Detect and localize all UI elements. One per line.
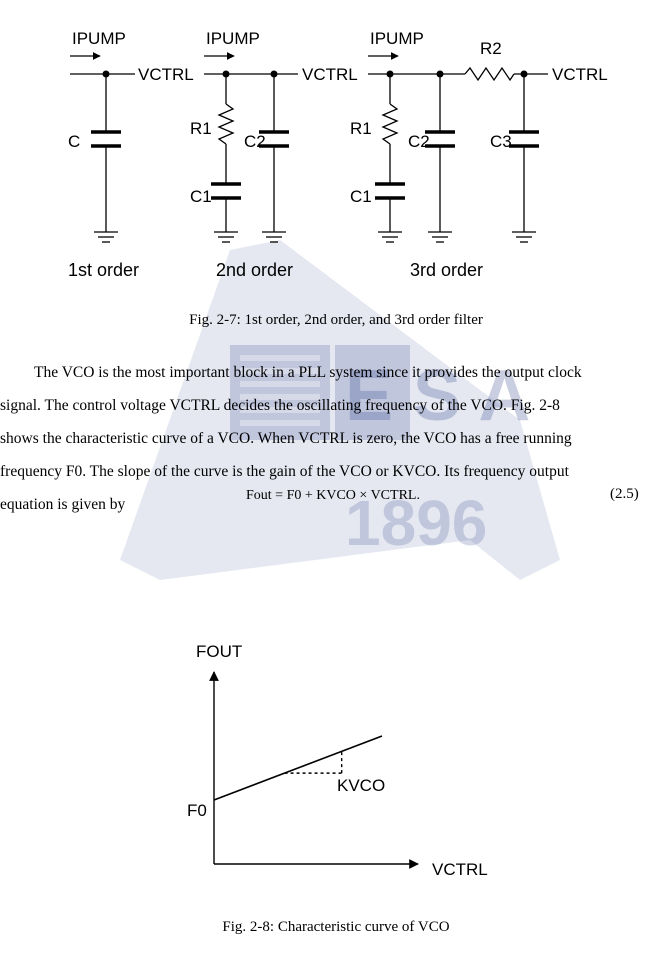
watermark-block-mid [335, 345, 410, 440]
node-dot [520, 70, 528, 78]
x-axis-label: VCTRL [432, 860, 488, 879]
node-dot [102, 70, 110, 78]
node-dot [386, 70, 394, 78]
series-line [213, 735, 383, 801]
label-c3: C3 [490, 132, 512, 151]
vco-characteristic-chart: FOUT VCTRL F0 KVCO [187, 642, 488, 879]
ground-icon [428, 231, 452, 243]
ground-icon [378, 231, 402, 243]
watermark-text: E S A [345, 356, 530, 436]
paragraph-line-5: equation is given by [0, 496, 126, 513]
ctrl-label-1: VCTRL [138, 65, 194, 84]
label-c1-3: C1 [350, 187, 372, 206]
node-dot [436, 70, 444, 78]
label-c: C [68, 132, 80, 151]
watermark-block-left [230, 345, 330, 440]
body-paragraph: The VCO is the most important block in a… [0, 356, 672, 521]
ctrl-label-2: VCTRL [302, 65, 358, 84]
ground-icon [512, 231, 536, 243]
equation-number: (2.5) [610, 486, 639, 502]
resistor-r1 [217, 103, 235, 145]
watermark-year: 1896 [345, 487, 487, 559]
label-c2-3: C2 [408, 132, 430, 151]
ground-icon [94, 231, 118, 243]
resistor-r1-3 [381, 103, 399, 145]
ground-icon [262, 231, 286, 243]
slope-label: KVCO [337, 776, 385, 795]
paragraph-line-2: signal. The control voltage VCTRL decide… [0, 397, 560, 414]
figure-caption-2-7: Fig. 2-7: 1st order, 2nd order, and 3rd … [189, 312, 483, 328]
order-label-3: 3rd order [410, 260, 483, 280]
node-dot [270, 70, 278, 78]
paragraph-line-1: The VCO is the most important block in a… [34, 364, 582, 381]
equation-text: Fout = F0 + KVCO × VCTRL. [246, 488, 420, 503]
label-r1-3: R1 [350, 119, 372, 138]
filter-circuits-diagram: IPUMP IPUMP IPUMP VCTRL VCTRL VCTRL C R1… [68, 29, 608, 280]
order-label-1: 1st order [68, 260, 139, 280]
label-c1: C1 [190, 187, 212, 206]
pump-label-3: IPUMP [370, 29, 424, 48]
pump-label-2: IPUMP [206, 29, 260, 48]
label-c2: C2 [244, 132, 266, 151]
equation-2-5: Fout = F0 + KVCO × VCTRL. (2.5) [0, 486, 672, 510]
ground-icon [214, 231, 238, 243]
intercept-label: F0 [187, 801, 207, 820]
resistor-r2 [464, 66, 515, 82]
order-label-2: 2nd order [216, 260, 293, 280]
paragraph-line-3: shows the characteristic curve of a VCO.… [0, 430, 572, 447]
y-axis-label: FOUT [196, 642, 242, 661]
paragraph-line-4: frequency F0. The slope of the curve is … [0, 463, 569, 480]
ctrl-label-3: VCTRL [552, 65, 608, 84]
figure-caption-2-8: Fig. 2-8: Characteristic curve of VCO [222, 919, 450, 935]
node-dot [222, 70, 230, 78]
pump-label-1: IPUMP [72, 29, 126, 48]
label-r1: R1 [190, 119, 212, 138]
label-r2: R2 [480, 39, 502, 58]
